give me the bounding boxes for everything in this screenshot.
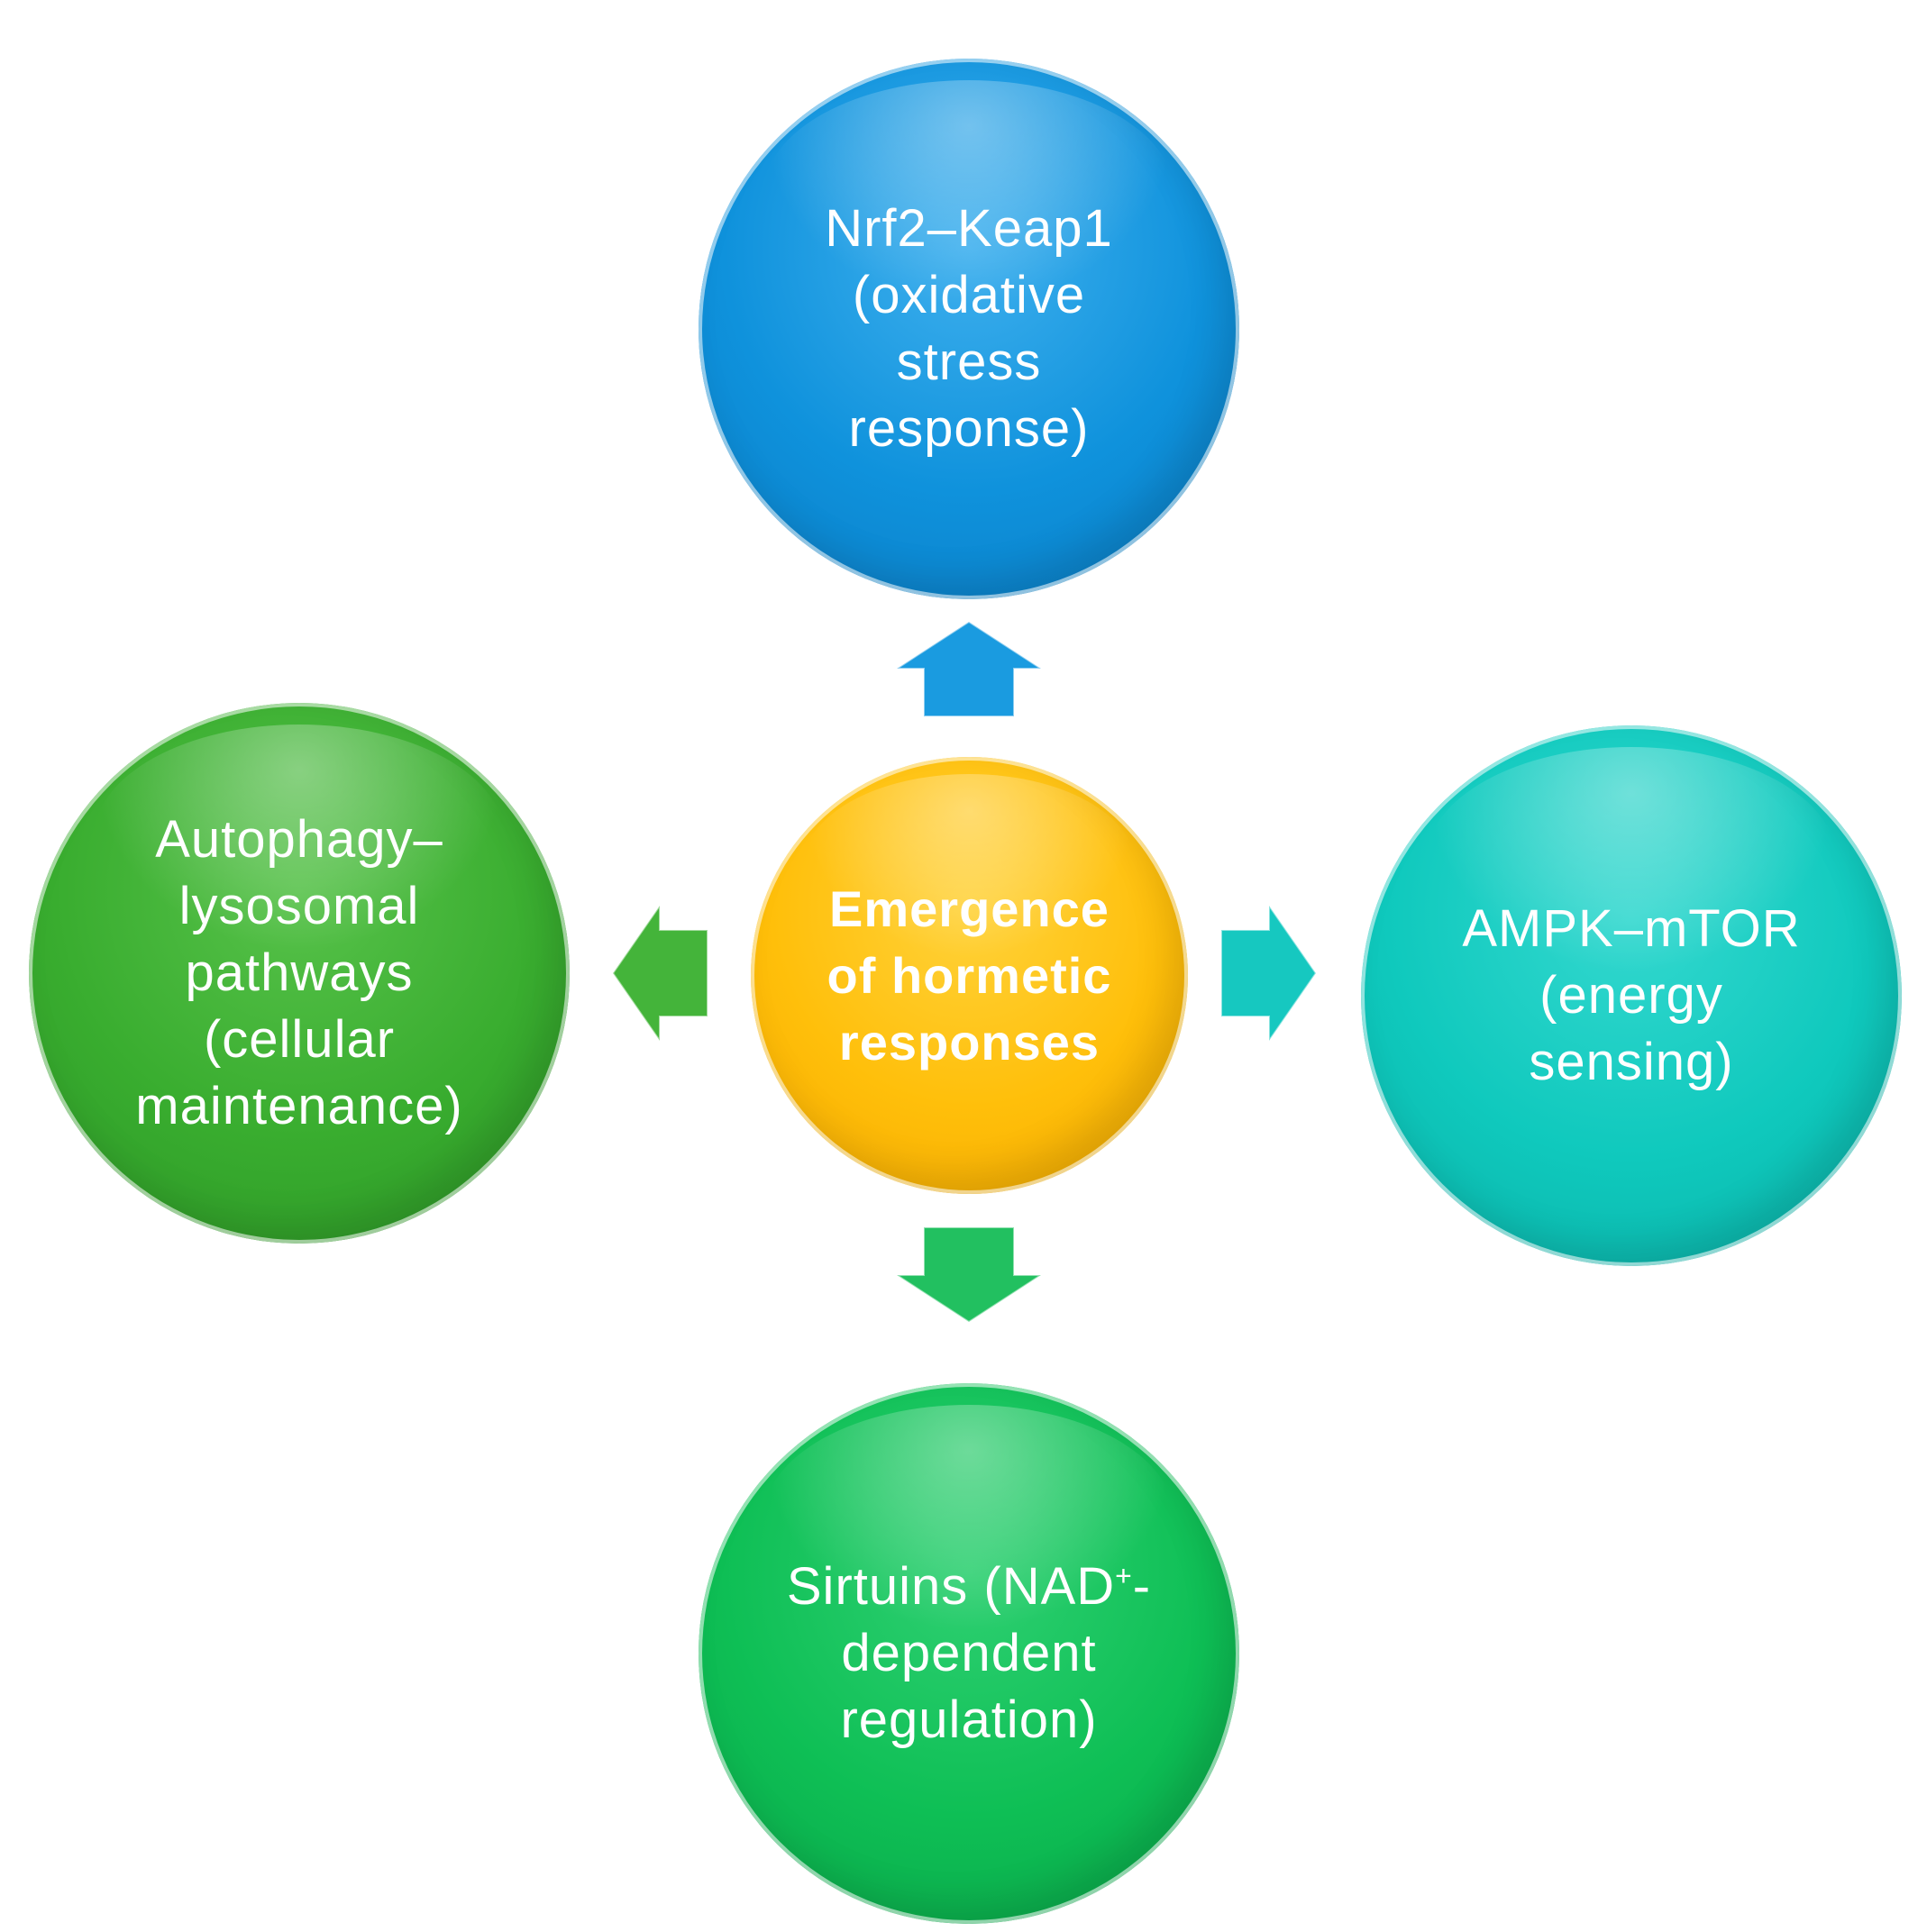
- node-nrf2-keap1: Nrf2–Keap1 (oxidative stress response): [699, 59, 1239, 599]
- node-center-label: Emergence of hormetic responses: [827, 879, 1112, 1071]
- arrow-left-icon: [611, 902, 708, 1044]
- node-sirtuins-label-superscript: +: [1115, 1559, 1133, 1592]
- node-center-hormetic: Emergence of hormetic responses: [751, 757, 1188, 1194]
- node-autophagy: Autophagy– lysosomal pathways (cellular …: [29, 703, 570, 1244]
- node-autophagy-label: Autophagy– lysosomal pathways (cellular …: [135, 810, 463, 1135]
- node-nrf2-keap1-label: Nrf2–Keap1 (oxidative stress response): [825, 199, 1113, 458]
- arrow-down-icon: [893, 1226, 1045, 1324]
- arrow-up-icon: [893, 620, 1045, 717]
- node-ampk-mtor-label: AMPK–mTOR (energy sensing): [1462, 899, 1801, 1091]
- node-sirtuins-label: Sirtuins (NAD+- dependent regulation): [751, 1554, 1187, 1754]
- node-sirtuins-label-rest: - dependent regulation): [840, 1557, 1152, 1749]
- arrow-left-shape: [611, 902, 708, 1044]
- arrow-up-shape: [893, 620, 1045, 717]
- node-ampk-mtor: AMPK–mTOR (energy sensing): [1361, 725, 1902, 1266]
- node-sirtuins: Sirtuins (NAD+- dependent regulation): [699, 1383, 1239, 1924]
- arrow-right-shape: [1220, 902, 1318, 1044]
- node-sirtuins-label-main: Sirtuins (NAD: [786, 1557, 1116, 1616]
- arrow-down-shape: [893, 1226, 1045, 1324]
- arrow-right-icon: [1220, 902, 1318, 1044]
